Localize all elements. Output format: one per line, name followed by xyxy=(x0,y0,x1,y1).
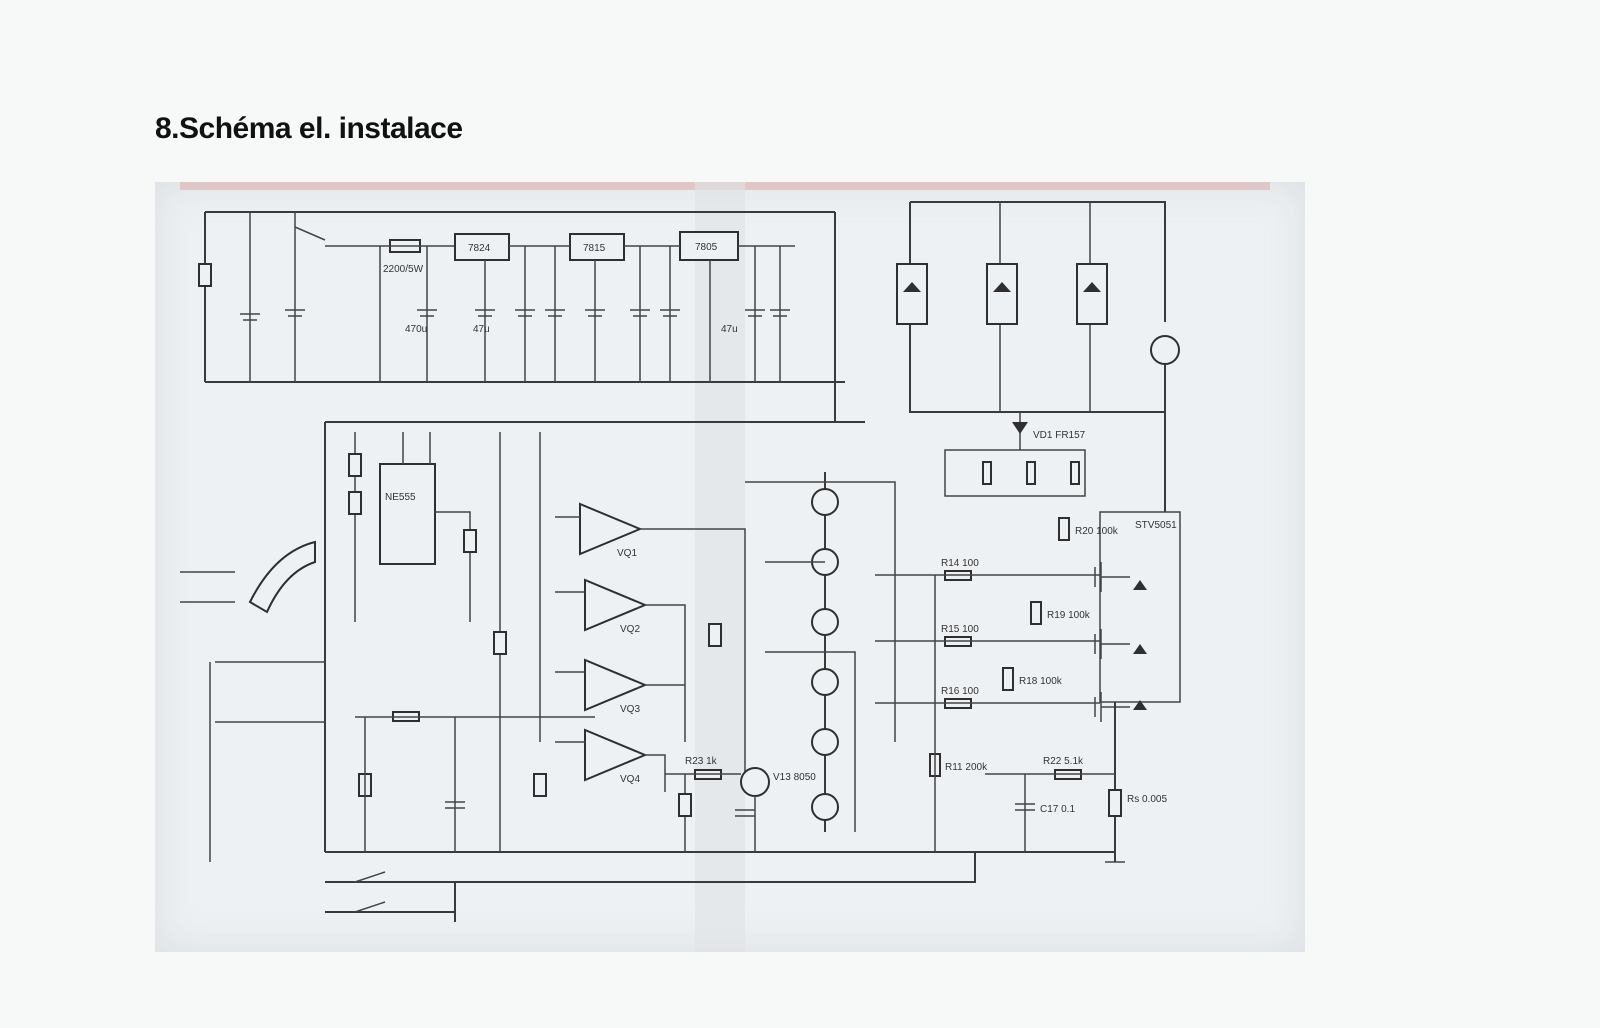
mosfets xyxy=(1094,562,1147,722)
capacitor-c17-label: C17 0.1 xyxy=(1040,804,1075,815)
regulator-7815 xyxy=(569,233,625,261)
resistor-r19-label: R19 100k xyxy=(1047,610,1091,621)
capacitor-c17 xyxy=(1015,803,1035,811)
svg-text:VQ3: VQ3 xyxy=(620,704,640,715)
driver-wiring xyxy=(745,481,915,832)
resistor-r22-label: R22 5.1k xyxy=(1043,756,1084,767)
transistor-v13 xyxy=(740,767,770,797)
resistor-r14-label: R14 100 xyxy=(941,558,979,569)
schematic-drawing: 2200/5W 7824 7815 7805 470u 47u 47u xyxy=(180,182,1270,952)
page-fold-shadow xyxy=(695,182,745,952)
sensor-connector xyxy=(180,571,235,603)
brake-connector xyxy=(209,661,325,862)
resistor-r19 xyxy=(1030,601,1042,625)
bottom-switch-wiring xyxy=(325,881,456,922)
signal-ground-frame xyxy=(324,421,1115,853)
r22-line xyxy=(985,773,1115,852)
zener-bank xyxy=(896,263,1108,325)
regulator-7824-label: 7824 xyxy=(468,243,491,254)
capacitor-c3-label: 47u xyxy=(473,324,490,335)
driver-transistors xyxy=(811,488,839,821)
rail-drop xyxy=(834,212,865,423)
diode-vd1-label: VD1 FR157 xyxy=(1033,430,1086,441)
transistor-v13-label: V13 8050 xyxy=(773,772,816,783)
timer-resistor-2 xyxy=(348,491,362,515)
input-capacitor xyxy=(240,313,260,321)
capacitor-c1 xyxy=(285,309,305,317)
timer-resistor-3 xyxy=(463,529,477,553)
bottom-return xyxy=(455,852,976,883)
page-title: 8.Schéma el. instalace xyxy=(155,112,463,145)
resistor-r20 xyxy=(1058,517,1070,541)
opamp-4: VQ4 xyxy=(584,728,648,785)
resistor-r23-label: R23 1k xyxy=(685,756,718,767)
regulator-7805-label: 7805 xyxy=(695,242,718,253)
bottom-switch xyxy=(354,871,386,913)
resistor-r1-label: 2200/5W xyxy=(383,264,424,275)
opamp-1: VQ1 xyxy=(579,502,643,559)
resistor-r18-label: R18 100k xyxy=(1019,676,1063,687)
timer-wiring xyxy=(354,432,471,622)
zener-bottom-rail xyxy=(909,202,1165,413)
timer-resistor-1 xyxy=(348,453,362,477)
svg-text:VQ2: VQ2 xyxy=(620,624,640,635)
resistor-r16-label: R16 100 xyxy=(941,686,979,697)
motor xyxy=(1150,335,1180,365)
gate-lines xyxy=(915,574,1100,704)
timer-ic-label: NE555 xyxy=(385,492,416,503)
main-switch xyxy=(294,226,326,241)
svg-text:VQ4: VQ4 xyxy=(620,774,640,785)
lower-signal-wiring xyxy=(355,716,595,852)
opamp-2: VQ2 xyxy=(584,578,648,635)
gate-resistor-block xyxy=(944,449,1086,497)
shunt-resistor xyxy=(1108,789,1122,817)
fuse xyxy=(198,263,212,287)
right-top-rail xyxy=(910,201,1166,322)
capacitor-c16 xyxy=(735,809,755,817)
resistor-r11-label: R11 200k xyxy=(945,762,988,773)
regulator-7815-label: 7815 xyxy=(583,243,606,254)
regulator-7824 xyxy=(454,233,510,261)
resistor-r12 xyxy=(708,623,722,647)
filter-capacitor-bank xyxy=(379,246,790,382)
shunt-resistor-label: Rs 0.005 xyxy=(1127,794,1167,805)
resistor-r13 xyxy=(533,773,547,797)
opamp-3: VQ3 xyxy=(584,658,648,715)
gate-resistors xyxy=(982,461,1080,485)
circuit-schematic: 2200/5W 7824 7815 7805 470u 47u 47u xyxy=(155,182,1305,952)
resistor-r7 xyxy=(493,631,507,655)
capacitor-c2-label: 470u xyxy=(405,324,427,335)
resistor-r20-label: R20 100k xyxy=(1075,526,1119,537)
resistor-r18 xyxy=(1002,667,1014,691)
mosfet-label: STV5051 xyxy=(1135,520,1177,531)
svg-text:VQ1: VQ1 xyxy=(617,548,637,559)
resistor-r24 xyxy=(678,793,692,817)
diode-vd1 xyxy=(1012,422,1028,434)
throttle-handle xyxy=(248,540,316,614)
resistor-r15-label: R15 100 xyxy=(941,624,979,635)
mosfet-stack xyxy=(1099,511,1181,703)
capacitor-c7-label: 47u xyxy=(721,324,738,335)
timer-ic xyxy=(379,463,436,565)
